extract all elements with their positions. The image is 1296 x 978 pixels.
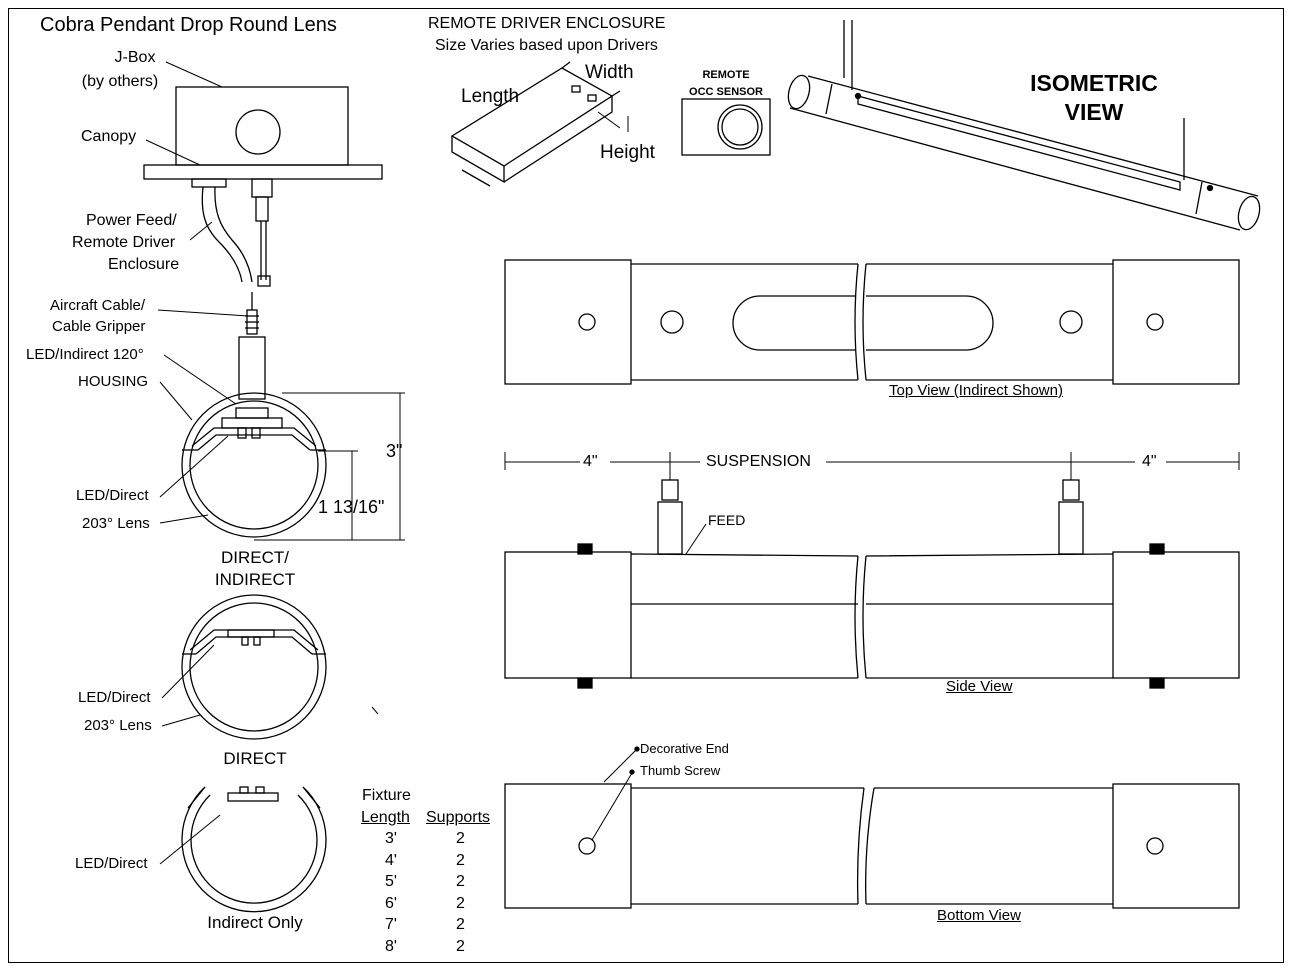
- dim-right-4in: 4": [1142, 453, 1157, 470]
- label-remote-driver: Remote Driver: [72, 234, 176, 251]
- feed-label: FEED: [708, 512, 746, 528]
- label-led-direct-3: LED/Direct: [75, 855, 148, 872]
- page-title: Cobra Pendant Drop Round Lens: [40, 14, 337, 36]
- isometric-title-2: VIEW: [1064, 99, 1124, 125]
- left-leaders: [145, 61, 379, 865]
- canopy-plate: [143, 164, 383, 180]
- dim-suspension: SUSPENSION: [706, 453, 811, 470]
- top-view-label: Top View (Indirect Shown): [889, 382, 1063, 399]
- section-dimensions: [254, 392, 405, 541]
- occ-sensor-box: [681, 98, 771, 156]
- table-cell-supports: 2: [456, 937, 465, 955]
- table-cell-supports: 2: [456, 851, 465, 869]
- label-power-feed: Power Feed/: [86, 212, 177, 229]
- side-view-label: Side View: [946, 678, 1013, 695]
- dimension-1-13-16in: 1 13/16": [318, 497, 385, 517]
- isometric-fixture: [787, 20, 1261, 231]
- label-housing: HOUSING: [78, 373, 149, 390]
- thumb-screw-label: Thumb Screw: [640, 763, 721, 778]
- label-led-direct-2: LED/Direct: [78, 689, 151, 706]
- table-cell-length: 3': [385, 830, 397, 847]
- table-cell-length: 8': [385, 937, 397, 955]
- table-cell-length: 7': [385, 916, 397, 933]
- table-header-supports: Supports: [426, 809, 491, 826]
- isometric-title-1: ISOMETRIC: [1030, 70, 1158, 96]
- driver-title: REMOTE DRIVER ENCLOSURE: [428, 15, 666, 32]
- section-indirect-only: [181, 786, 327, 913]
- label-canopy: Canopy: [81, 128, 137, 145]
- driver-height-label: Height: [600, 142, 655, 163]
- table-header-fixture: Fixture: [362, 787, 411, 804]
- label-led-direct-1: LED/Direct: [76, 487, 149, 504]
- driver-subtitle: Size Varies based upon Drivers: [435, 37, 658, 54]
- table-header-length: Length: [361, 809, 410, 826]
- top-view-drawing: [504, 259, 1240, 385]
- section-direct: [181, 594, 327, 740]
- label-jbox-others: (by others): [81, 73, 159, 90]
- label-cable-gripper: Cable Gripper: [52, 318, 146, 335]
- driver-enclosure: [450, 61, 629, 187]
- sensor-label-2: OCC SENSOR: [689, 86, 763, 98]
- table-cell-supports: 2: [456, 873, 465, 890]
- driver-length-label: Length: [461, 86, 520, 107]
- label-jbox: J-Box: [114, 49, 156, 66]
- table-cell-length: 4': [385, 851, 397, 869]
- section-direct-indirect: [181, 392, 327, 538]
- table-cell-supports: 2: [456, 894, 465, 912]
- jbox-canopy-assembly: [143, 86, 383, 400]
- label-lens-2: 203° Lens: [84, 717, 152, 734]
- driver-width-label: Width: [585, 62, 634, 83]
- jbox-knockout: [235, 109, 281, 155]
- bottom-view-drawing: [504, 746, 1240, 909]
- sensor-label-1: REMOTE: [702, 69, 750, 81]
- table-cell-supports: 2: [456, 916, 465, 933]
- table-cell-length: 6': [385, 894, 397, 912]
- side-view-drawing: [504, 452, 1240, 689]
- section-label-direct-indirect-2: INDIRECT: [214, 570, 296, 589]
- label-enclosure: Enclosure: [108, 256, 180, 273]
- bottom-view-label: Bottom View: [937, 907, 1021, 924]
- section-label-indirect-only: Indirect Only: [207, 913, 303, 932]
- section-label-direct-indirect-1: DIRECT/: [221, 548, 289, 567]
- drawing-border: [8, 8, 1284, 963]
- section-label-direct: DIRECT: [223, 749, 287, 768]
- table-cell-length: 5': [385, 873, 397, 890]
- label-led-indirect: LED/Indirect 120°: [26, 346, 144, 363]
- decorative-end-label: Decorative End: [640, 741, 729, 756]
- label-aircraft-cable: Aircraft Cable/: [50, 297, 146, 314]
- table-cell-supports: 2: [456, 830, 465, 847]
- dimension-3in: 3": [386, 441, 403, 461]
- label-lens-1: 203° Lens: [82, 515, 150, 532]
- dim-left-4in: 4": [583, 453, 598, 470]
- stem: [238, 336, 266, 400]
